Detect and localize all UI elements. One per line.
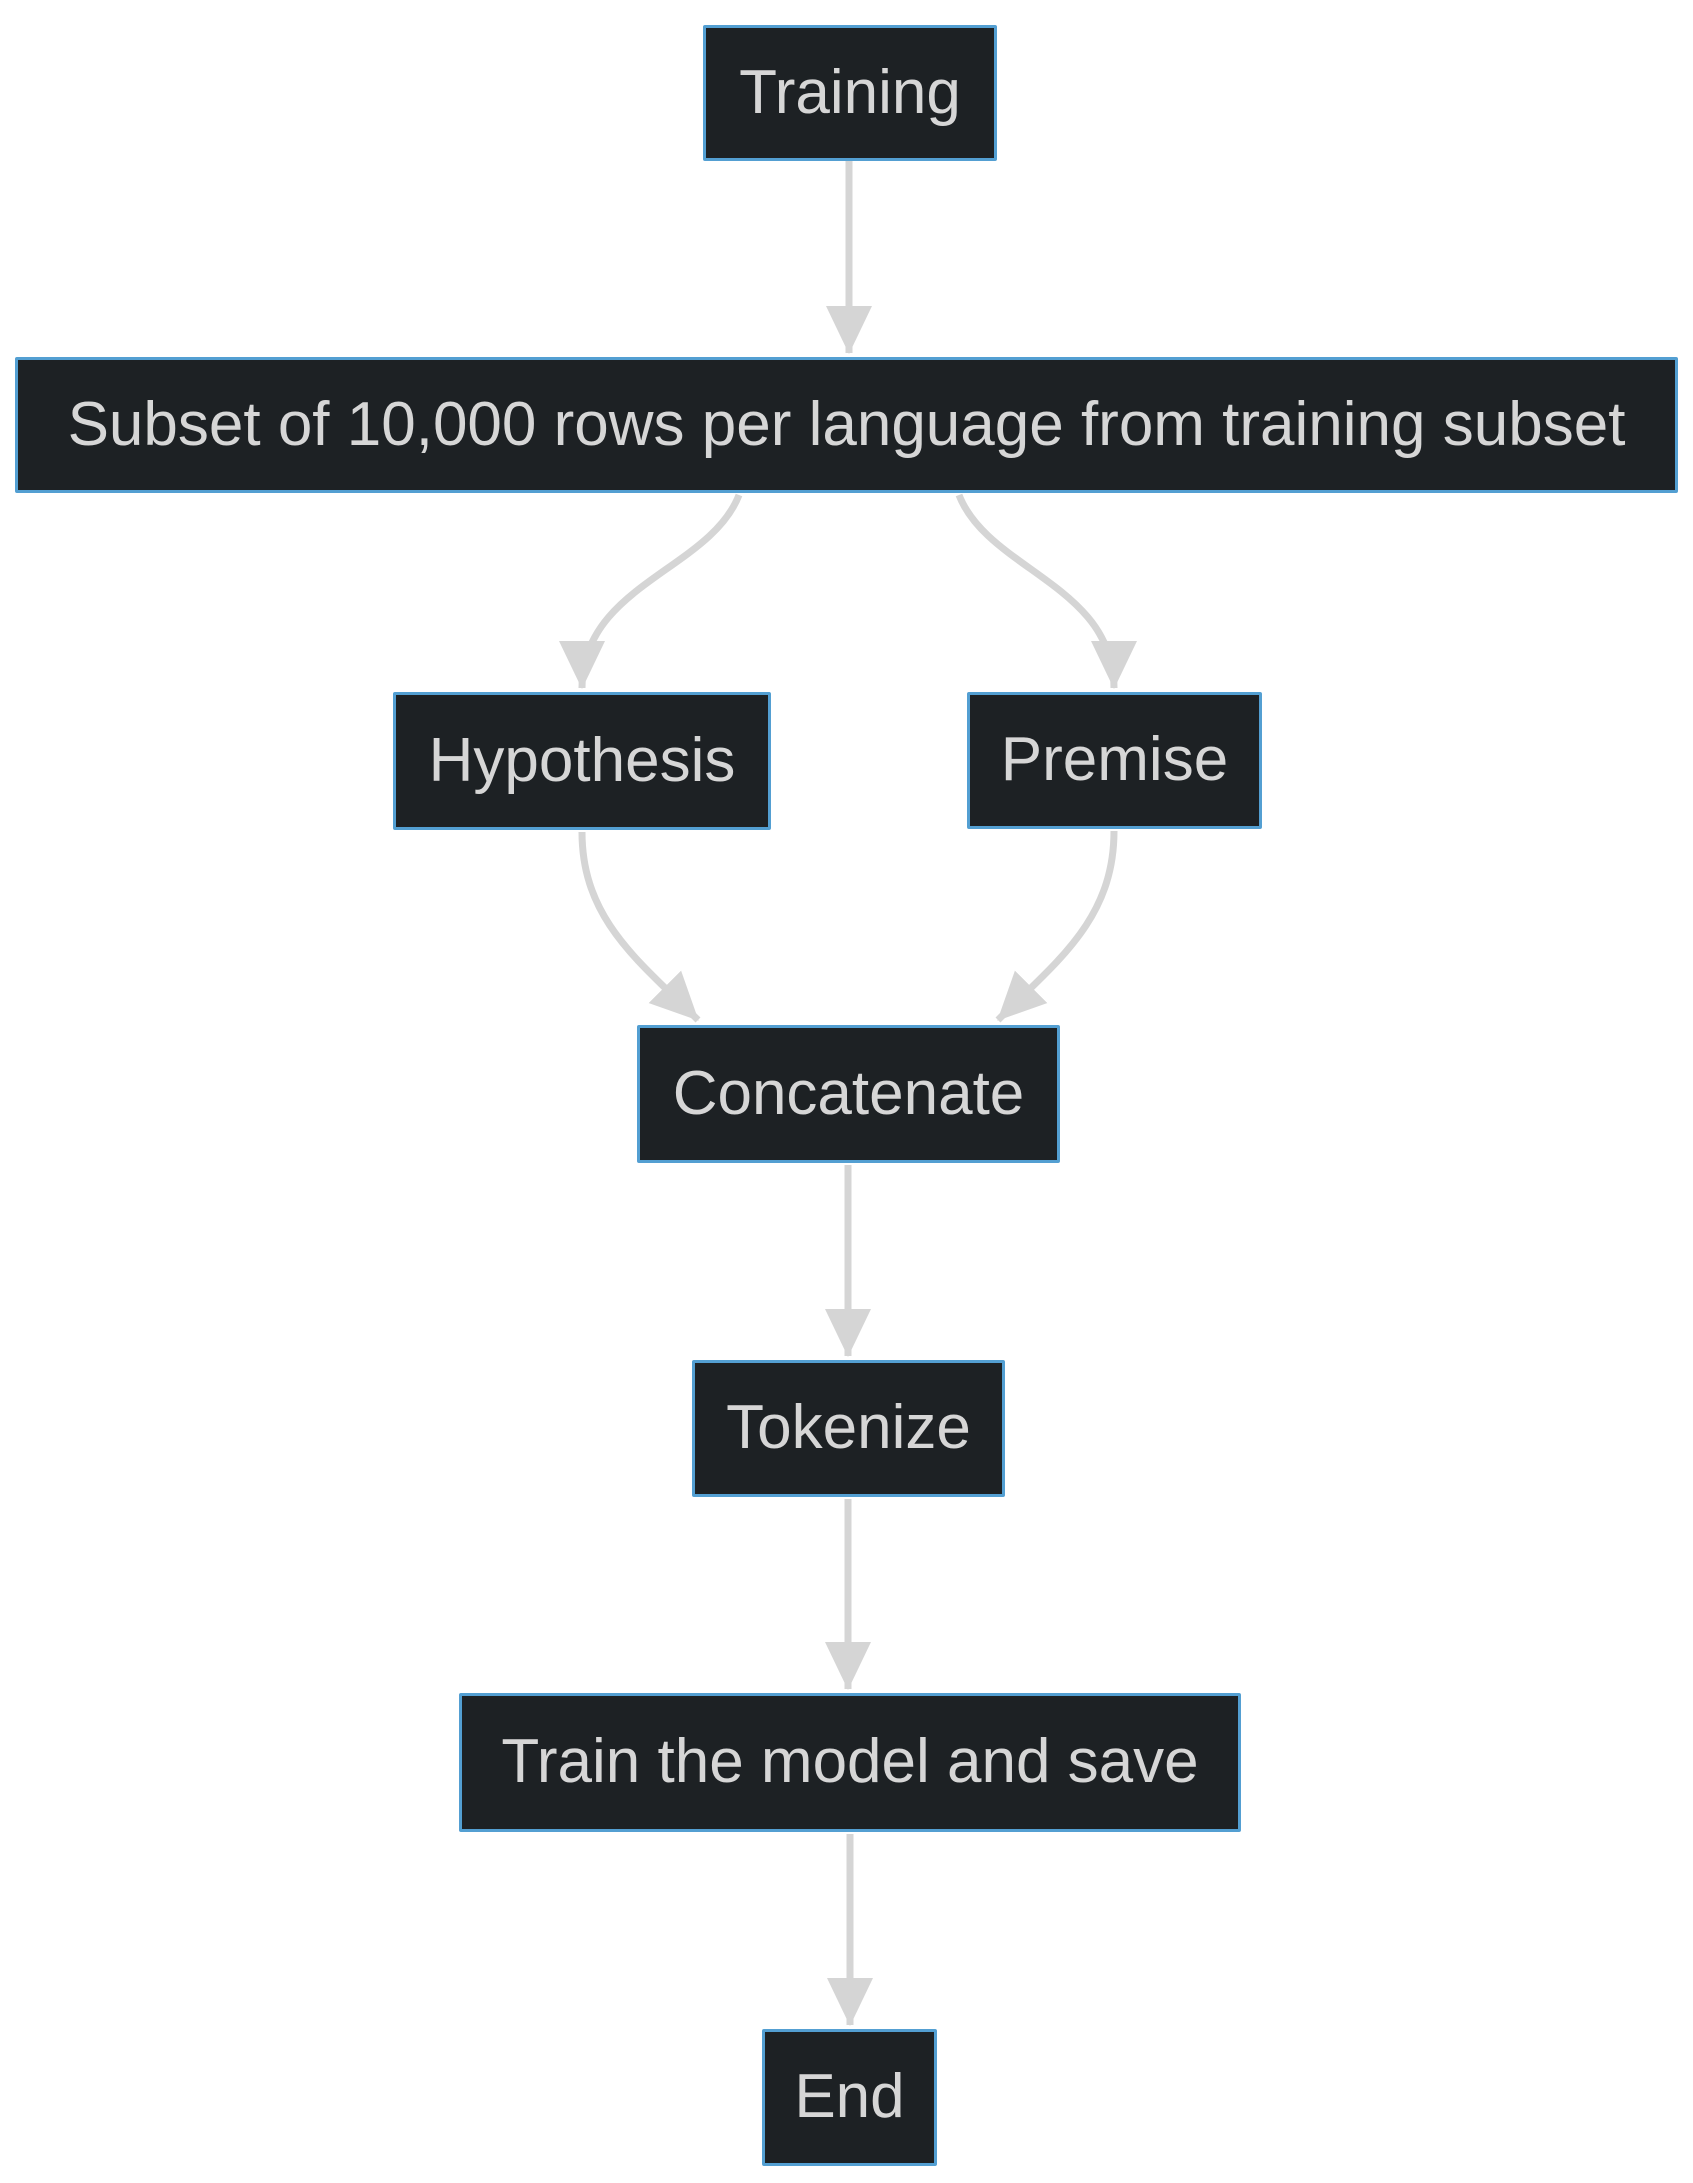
node-subset: Subset of 10,000 rows per language from … xyxy=(15,357,1678,493)
node-tokenize: Tokenize xyxy=(692,1360,1005,1497)
node-training: Training xyxy=(703,25,997,161)
node-concatenate: Concatenate xyxy=(637,1025,1060,1163)
node-tokenize-label: Tokenize xyxy=(726,1393,971,1463)
node-premise-label: Premise xyxy=(1000,725,1229,795)
node-train-save-label: Train the model and save xyxy=(501,1727,1199,1797)
edge-premise-to-concatenate xyxy=(995,830,1118,1023)
node-train-save: Train the model and save xyxy=(459,1693,1241,1832)
node-training-label: Training xyxy=(739,57,961,127)
edge-hypothesis-to-concatenate xyxy=(578,831,701,1023)
node-concatenate-label: Concatenate xyxy=(672,1058,1025,1128)
node-hypothesis-label: Hypothesis xyxy=(428,725,736,795)
edge-subset-to-premise xyxy=(955,493,1137,689)
node-subset-label: Subset of 10,000 rows per language from … xyxy=(67,389,1626,459)
node-end-label: End xyxy=(794,2062,905,2132)
edge-subset-to-hypothesis xyxy=(559,493,743,689)
node-hypothesis: Hypothesis xyxy=(393,692,771,830)
node-end: End xyxy=(762,2029,937,2166)
node-premise: Premise xyxy=(967,692,1262,829)
